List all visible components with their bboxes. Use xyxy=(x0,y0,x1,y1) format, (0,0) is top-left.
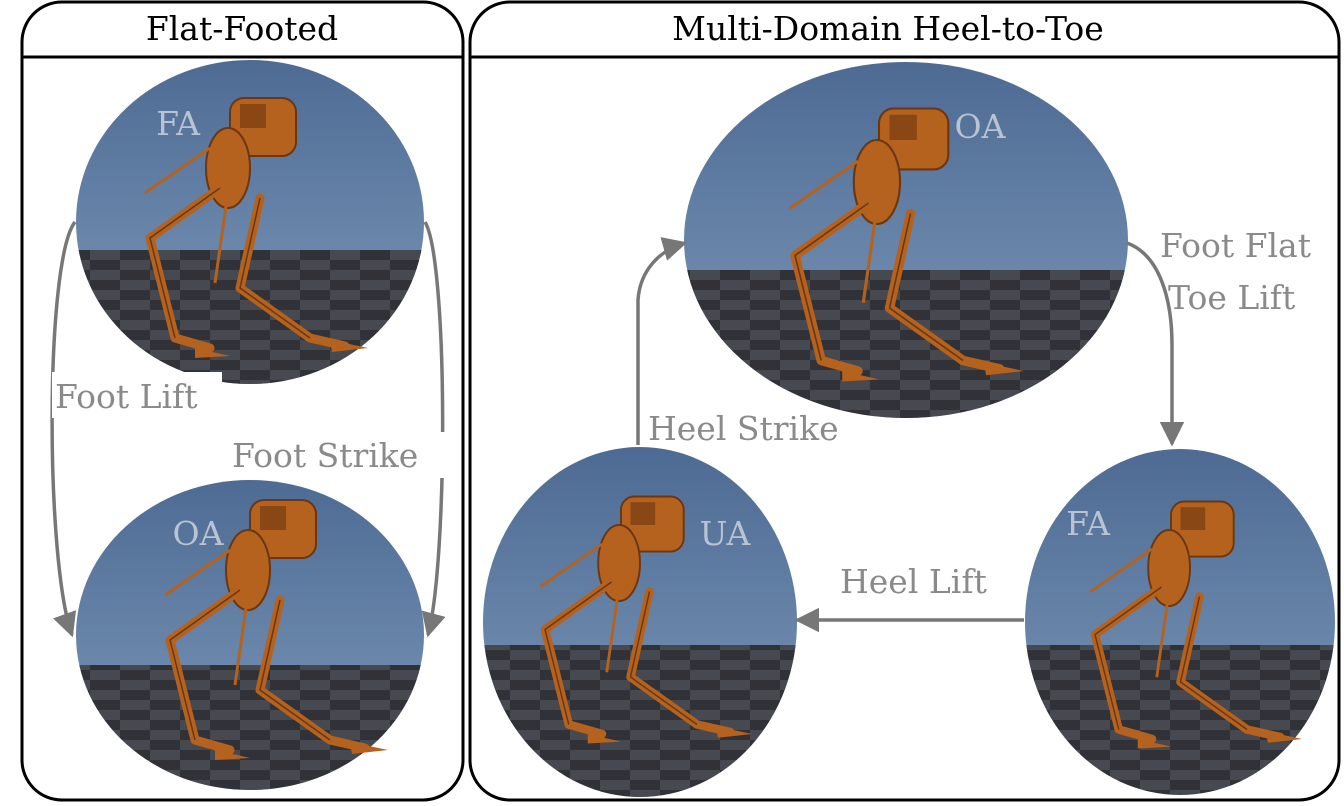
panel-title-flat-footed: Flat-Footed xyxy=(146,9,338,48)
snapshot-right-right: FA xyxy=(1025,449,1335,795)
arrow-foot-strike xyxy=(421,221,446,638)
domain-label: OA xyxy=(173,514,225,553)
label-heel-strike: Heel Strike xyxy=(648,409,839,448)
snapshot-right-top: OA xyxy=(684,62,1128,418)
label-foot-flat: Foot Flat xyxy=(1160,226,1311,265)
domain-label: FA xyxy=(156,104,201,143)
domain-label: FA xyxy=(1066,504,1111,543)
label-heel-lift: Heel Lift xyxy=(840,562,987,601)
label-toe-lift: Toe Lift xyxy=(1168,278,1295,317)
panel-heel-to-toe: Multi-Domain Heel-to-Toe xyxy=(468,0,1341,802)
label-foot-strike: Foot Strike xyxy=(232,436,418,475)
arrow-heel-strike xyxy=(636,237,688,445)
arrow-foot-lift xyxy=(50,220,77,638)
snapshot-right-left: UA xyxy=(483,447,797,797)
domain-label: UA xyxy=(700,514,752,553)
snapshot-left-bottom: OA xyxy=(76,480,424,790)
panel-title-heel-to-toe: Multi-Domain Heel-to-Toe xyxy=(672,9,1104,48)
domain-label: OA xyxy=(955,107,1007,146)
label-foot-lift: Foot Lift xyxy=(55,377,198,416)
panel-flat-footed: Flat-Footed xyxy=(20,0,465,802)
snapshot-left-top: FA xyxy=(76,60,424,384)
arrow-foot-flat xyxy=(1126,241,1185,447)
